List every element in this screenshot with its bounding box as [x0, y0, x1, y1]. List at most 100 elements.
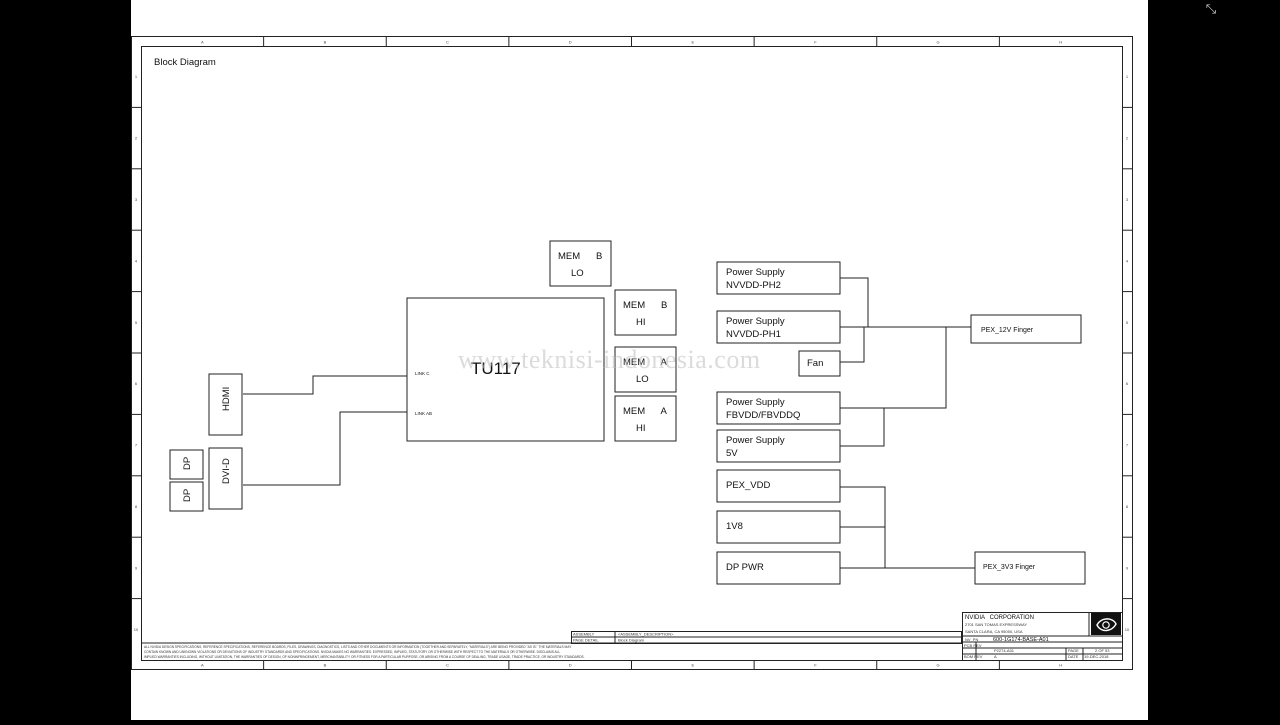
disclaimer-line1: ALL NVIDIA DESIGN SPECIFICATIONS, REFERE… — [144, 645, 572, 649]
ps-nvvdd-ph2-line1: Power Supply — [726, 267, 785, 278]
zone-label-top-F: F — [814, 40, 817, 45]
nvidia-logo-icon — [1091, 613, 1121, 635]
zone-label-left-4: 4 — [135, 258, 138, 263]
ps-fbvdd-line1: Power Supply — [726, 397, 785, 408]
dp-connector-1[interactable]: DP — [169, 449, 204, 480]
zone-label-bottom-C: C — [446, 663, 449, 668]
zone-label-left-6: 6 — [135, 381, 138, 386]
dvi-connector[interactable]: DVI-D — [208, 447, 243, 510]
pex-3v3-label: PEX_3V3 Finger — [983, 564, 1036, 571]
tb-page-label: PAGE — [1068, 648, 1079, 653]
zone-label-bottom-B: B — [324, 663, 327, 668]
ps-5v-line2: 5V — [726, 448, 738, 459]
zone-label-top-H: H — [1059, 40, 1062, 45]
mem-b-hi-line2: HI — [636, 317, 646, 328]
zone-label-left-2: 2 — [135, 136, 138, 141]
mem-b-lo-line2: LO — [571, 268, 584, 279]
ps-nvvdd-ph1-block[interactable]: Power Supply NVVDD-PH1 — [716, 310, 841, 344]
tb-date: 19-DEC-2018 — [1084, 654, 1109, 659]
v1v8-block[interactable]: 1V8 — [716, 510, 841, 544]
mem-a-lo-block[interactable]: MEM A LO — [614, 346, 677, 393]
zone-label-right-1: 1 — [1126, 74, 1129, 79]
exit-fullscreen-icon[interactable]: ⤡ — [1205, 2, 1217, 17]
tb-date-label: DATE — [1068, 654, 1079, 659]
mem-b-lo-line1: MEM B — [558, 251, 602, 262]
mem-b-hi-block[interactable]: MEM B HI — [614, 289, 677, 336]
zone-label-right-9: 9 — [1126, 565, 1129, 570]
zone-label-bottom-D: D — [569, 663, 572, 668]
mem-a-lo-line2: LO — [636, 374, 649, 385]
dp-connector-2[interactable]: DP — [169, 481, 204, 512]
mem-a-hi-line2: HI — [636, 423, 646, 434]
disclaimer-line2: CONTAIN KNOWN AND UNKNOWN VIOLATIONS OR … — [144, 650, 560, 654]
zone-label-left-8: 8 — [135, 504, 138, 509]
ps-nvvdd-ph2-line2: NVVDD-PH2 — [726, 280, 781, 291]
zone-label-left-1: 1 — [135, 74, 138, 79]
tb-bom-label: BOM REV — [964, 654, 983, 659]
zone-label-left-3: 3 — [135, 197, 138, 202]
zone-label-bottom-E: E — [691, 663, 694, 668]
wires — [243, 277, 975, 569]
zone-label-left-7: 7 — [135, 443, 138, 448]
zone-label-right-3: 3 — [1126, 197, 1129, 202]
pex-12v-finger-block[interactable]: PEX_12V Finger — [970, 314, 1082, 344]
zone-label-bottom-A: A — [201, 663, 204, 668]
tb-page-detail: Block Diagram — [618, 638, 645, 643]
zone-label-bottom-H: H — [1059, 663, 1062, 668]
tb-address2: SANTA CLARA, CA 95050, USA — [965, 629, 1023, 634]
zone-label-top-B: B — [324, 40, 327, 45]
zone-label-left-9: 9 — [135, 565, 138, 570]
tb-pcb: P2274-A01 — [994, 648, 1015, 653]
gpu-label: TU117 — [471, 359, 521, 378]
gpu-link-ab-label: LINK AB — [415, 411, 432, 416]
dvi-label: DVI-D — [221, 458, 232, 484]
dp2-label: DP — [182, 489, 193, 502]
gpu-link-c-label: LINK C — [415, 371, 430, 376]
hdmi-connector[interactable]: HDMI — [208, 373, 243, 436]
zone-label-top-G: G — [937, 40, 940, 45]
mem-a-hi-line1: MEM A — [623, 406, 667, 417]
hdmi-label: HDMI — [221, 387, 232, 411]
tb-assembly: <ASSEMBLY_DESCRIPTION> — [618, 632, 674, 637]
dp-pwr-label: DP PWR — [726, 562, 764, 573]
mem-b-hi-line1: MEM B — [623, 300, 667, 311]
zone-label-right-6: 6 — [1126, 381, 1129, 386]
gpu-block[interactable]: TU117 LINK C LINK AB — [406, 297, 605, 442]
tb-pn: 600-1G174-BASE-A01 — [993, 637, 1049, 643]
mem-a-hi-block[interactable]: MEM A HI — [614, 395, 677, 442]
ps-fbvdd-line2: FBVDD/FBVDDQ — [726, 410, 800, 421]
sheet-title: Block Diagram — [154, 57, 216, 68]
pex-3v3-finger-block[interactable]: PEX_3V3 Finger — [974, 551, 1086, 585]
ps-nvvdd-ph1-line2: NVVDD-PH1 — [726, 329, 781, 340]
zone-label-top-C: C — [446, 40, 449, 45]
mem-b-lo-block[interactable]: MEM B LO — [549, 240, 612, 287]
dp-pwr-block[interactable]: DP PWR — [716, 551, 841, 585]
ps-5v-line1: Power Supply — [726, 435, 785, 446]
tb-pn-label: NV_PN — [965, 637, 978, 642]
ps-5v-block[interactable]: Power Supply 5V — [716, 429, 841, 463]
pex-vdd-label: PEX_VDD — [726, 480, 770, 491]
fan-label: Fan — [807, 358, 823, 369]
tb-assembly-label: ASSEMBLY — [573, 632, 595, 637]
zone-label-right-8: 8 — [1126, 504, 1129, 509]
ps-nvvdd-ph2-block[interactable]: Power Supply NVVDD-PH2 — [716, 261, 841, 295]
title-block: NVIDIA CORPORATION 2701 SAN TOMAS EXPRES… — [141, 612, 1123, 661]
zone-label-right-10: 10 — [1125, 627, 1130, 632]
mem-a-lo-line1: MEM A — [623, 357, 667, 368]
ps-nvvdd-ph1-line1: Power Supply — [726, 316, 785, 327]
tb-page-detail-label: PAGE DETAIL — [573, 638, 599, 643]
pex-vdd-block[interactable]: PEX_VDD — [716, 469, 841, 503]
fan-block[interactable]: Fan — [798, 350, 841, 377]
tb-page: 2 OF 53 — [1095, 648, 1110, 653]
v1v8-label: 1V8 — [726, 521, 743, 532]
zone-label-left-10: 10 — [134, 627, 139, 632]
zone-label-bottom-G: G — [937, 663, 940, 668]
zone-label-top-D: D — [569, 40, 572, 45]
tb-company: NVIDIA CORPORATION — [965, 615, 1034, 621]
zone-label-bottom-F: F — [814, 663, 817, 668]
zone-label-right-4: 4 — [1126, 258, 1129, 263]
ps-fbvdd-block[interactable]: Power Supply FBVDD/FBVDDQ — [716, 391, 841, 425]
